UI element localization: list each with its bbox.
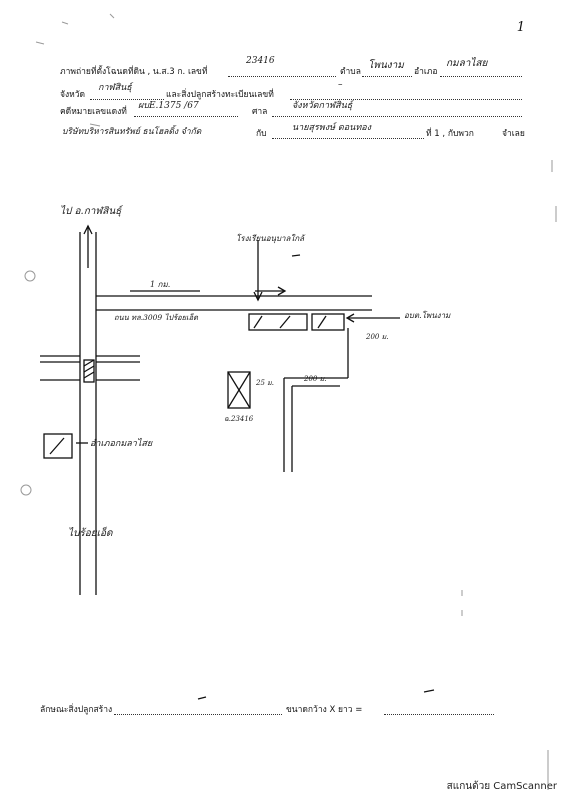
dotted-line xyxy=(228,76,336,77)
label-district: อำเภอ xyxy=(414,67,438,77)
land-plot xyxy=(227,371,251,409)
map-label-tambon-office: อบต.โพนงาม xyxy=(404,311,451,320)
map-label-district-office: อำเภอกมลาไสย xyxy=(90,439,153,449)
dotted-line xyxy=(272,116,522,117)
map-label-market: โรงเรียนอนุบาลใกล้ xyxy=(236,234,305,243)
label-case-number: คดีหมายเลขแดงที่ xyxy=(60,107,127,117)
label-building-reg: และสิ่งปลูกสร้างทะเบียนเลขที่ xyxy=(166,90,274,100)
district-value: กมลาไสย xyxy=(446,58,488,69)
label-size: ขนาดกว้าง X ยาว = xyxy=(286,705,363,715)
down-arrow-icon xyxy=(253,291,263,302)
building-reg-value: – xyxy=(338,80,343,90)
map-label-distance-main: 1 กม. xyxy=(150,280,171,289)
label-party: ที่ 1 , กับพวก xyxy=(426,129,474,139)
dotted-line xyxy=(272,138,424,139)
building-block xyxy=(311,313,345,331)
building-block xyxy=(248,313,308,331)
label-province: จังหวัด xyxy=(60,90,86,100)
left-arrow-icon xyxy=(345,313,355,323)
map-label-plot: ฉ.23416 xyxy=(224,415,254,423)
bridge-icon xyxy=(83,359,95,383)
label-building-type: ลักษณะสิ่งปลูกสร้าง xyxy=(40,705,113,715)
label-vs: กับ xyxy=(256,129,267,139)
map-label-bottom-direction: ไปร้อยเอ็ด xyxy=(68,528,113,539)
scanner-watermark: สแกนด้วย CamScanner xyxy=(446,781,557,792)
label-court: ศาล xyxy=(252,107,268,117)
map-label-dist-200-right: 200 ม. xyxy=(366,333,389,341)
map-label-top-direction: ไป อ.กาฬสินธุ์ xyxy=(60,206,122,217)
case-number-value: ผบE.1375 /67 xyxy=(138,101,199,111)
dotted-line xyxy=(290,99,522,100)
defendant-value: นายสุรพงษ์ ดอนทอง xyxy=(292,123,372,133)
dotted-line xyxy=(384,714,494,715)
label-photo-deed: ภาพถ่ายที่ตั้งโฉนดที่ดิน , น.ส.3 ก. เลขท… xyxy=(60,67,208,77)
label-subdistrict: ตำบล xyxy=(340,67,361,77)
dotted-line xyxy=(362,76,412,77)
dotted-line xyxy=(114,714,282,715)
label-defendant: จำเลย xyxy=(502,129,525,139)
province-value: กาฬสินธุ์ xyxy=(98,83,132,93)
plaintiff-value: บริษัทบริหารสินทรัพย์ ธนโฮลดิ้ง จำกัด xyxy=(62,127,202,137)
dotted-line xyxy=(90,99,164,100)
court-value: จังหวัดกาฬสินธุ์ xyxy=(292,101,353,111)
map-label-road: ถนน ทล.3009 ไปร้อยเอ็ด xyxy=(114,313,198,322)
right-arrow-icon xyxy=(277,286,287,296)
deed-number: 23416 xyxy=(246,56,275,66)
dotted-line xyxy=(440,76,522,77)
subdistrict-value: โพนงาม xyxy=(368,60,404,71)
dotted-line xyxy=(134,116,238,117)
district-office-building xyxy=(43,433,73,459)
page-number: 1 xyxy=(516,20,525,35)
map-label-dist-200-mid: 200 ม. xyxy=(304,375,327,383)
map-label-dist-25: 25 ม. xyxy=(256,379,274,387)
